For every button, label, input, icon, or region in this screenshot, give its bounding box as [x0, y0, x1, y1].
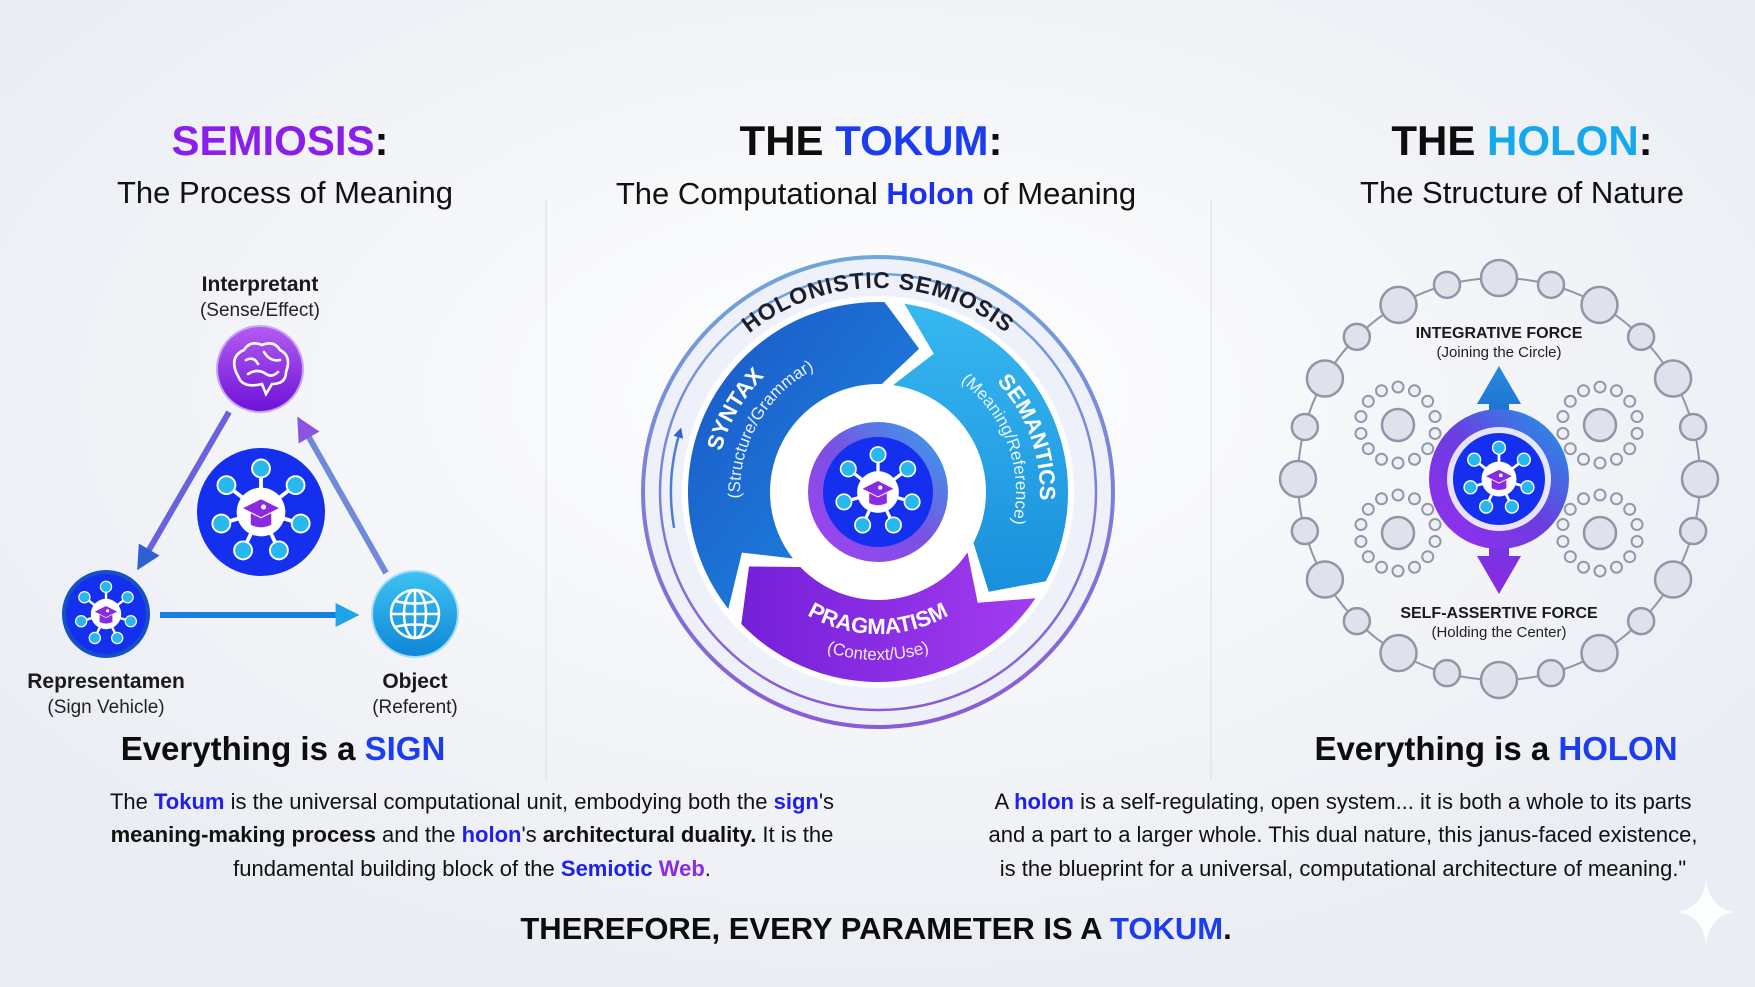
globe-icon — [389, 588, 441, 640]
paragraph-line: fundamental building block of the Semiot… — [233, 856, 711, 881]
holon-ring-node — [1379, 285, 1418, 325]
brain-icon — [232, 342, 290, 397]
holon-ring-node — [1305, 560, 1345, 599]
holon-column: THE HOLON: The Structure of Nature INTEG… — [1278, 117, 1720, 767]
semiosis-subtitle: The Process of Meaning — [117, 175, 453, 210]
tokum-column: THE TOKUM: The Computational Holon of Me… — [616, 117, 1136, 729]
interpretant-label: Interpretant — [202, 273, 319, 296]
central-tokum-node — [197, 448, 325, 576]
holon-ring-node — [1653, 359, 1693, 398]
sub-holon — [1556, 488, 1644, 578]
holon-title: THE HOLON: — [1391, 117, 1652, 164]
holon-ring-node — [1479, 660, 1519, 700]
sub-holon — [1354, 380, 1442, 470]
integrative-force-sub: (Joining the Circle) — [1436, 344, 1561, 361]
interpretant-sub: (Sense/Effect) — [200, 300, 320, 321]
holon-ring-node — [1379, 633, 1418, 673]
tokum-subtitle: The Computational Holon of Meaning — [616, 176, 1136, 211]
semiosis-column: SEMIOSIS: The Process of Meaning Interpr… — [27, 117, 459, 767]
object-node — [371, 570, 459, 658]
holon-ring-node — [1342, 322, 1372, 352]
semiosis-title: SEMIOSIS: — [171, 117, 388, 164]
semiosis-arrows — [137, 410, 389, 627]
self-assertive-force-label: SELF-ASSERTIVE FORCE — [1400, 605, 1598, 622]
paragraph-line: meaning-making process and the holon's a… — [111, 822, 834, 847]
paragraph-line: The Tokum is the universal computational… — [110, 789, 834, 814]
arrow-object-to-interpretant — [297, 416, 389, 575]
representamen-node — [62, 570, 150, 658]
sparkle-icon — [1678, 880, 1734, 944]
holon-ring-node — [1678, 412, 1708, 442]
holon-ring-node — [1626, 322, 1656, 352]
holonistic-semiosis-wheel: HOLONISTIC SEMIOSIS SYNTAX (Structure/Gr… — [641, 255, 1115, 729]
semiosis-tagline: Everything is a SIGN — [121, 730, 446, 767]
holon-outer-ring — [1278, 258, 1720, 700]
holon-ring-node — [1305, 359, 1345, 398]
holon-ring-node — [1290, 412, 1320, 442]
holon-ring-node — [1580, 633, 1619, 673]
integrative-arrow — [1477, 366, 1521, 440]
holon-ring-node — [1432, 270, 1462, 300]
tokum-title: THE TOKUM: — [740, 117, 1003, 164]
holon-ring-node — [1626, 606, 1656, 636]
tokum-paragraph: The Tokum is the universal computational… — [110, 789, 834, 881]
paragraph-line: and a part to a larger whole. This dual … — [989, 822, 1698, 847]
tokum-icon — [197, 448, 325, 576]
holon-tagline: Everything is a HOLON — [1314, 730, 1677, 767]
holon-ring-node — [1342, 606, 1372, 636]
holon-ring-node — [1678, 516, 1708, 546]
interpretant-node — [216, 325, 304, 413]
holon-ring-node — [1479, 258, 1519, 298]
tokum-icon — [66, 574, 146, 654]
holon-ring-node — [1432, 658, 1462, 688]
tokum-icon — [1453, 433, 1545, 525]
holon-ring-node — [1536, 270, 1566, 300]
sub-holons — [1354, 380, 1644, 578]
holon-ring-node — [1536, 658, 1566, 688]
holon-ring-node — [1278, 459, 1318, 499]
syntax-segment — [687, 301, 920, 609]
holon-ring-node — [1680, 459, 1720, 499]
representamen-label: Representamen — [27, 670, 185, 693]
integrative-force-label: INTEGRATIVE FORCE — [1416, 325, 1583, 342]
holon-paragraph: A holon is a self-regulating, open syste… — [989, 789, 1698, 881]
paragraph-line: is the blueprint for a universal, comput… — [1000, 856, 1687, 881]
sub-holon — [1354, 488, 1442, 578]
holon-ring-node — [1290, 516, 1320, 546]
holon-ring-node — [1580, 285, 1619, 325]
paragraph-line: A holon is a self-regulating, open syste… — [995, 789, 1692, 814]
representamen-sub: (Sign Vehicle) — [47, 697, 164, 718]
holon-ring-node — [1653, 560, 1693, 599]
arrow-interpretant-to-representamen — [137, 410, 232, 571]
self-assertive-arrow — [1477, 518, 1521, 594]
object-label: Object — [382, 670, 447, 693]
object-sub: (Referent) — [372, 697, 458, 718]
sub-holon — [1556, 380, 1644, 470]
conclusion: THEREFORE, EVERY PARAMETER IS A TOKUM. — [520, 911, 1231, 946]
semantics-segment — [893, 303, 1069, 592]
self-assertive-force-sub: (Holding the Center) — [1431, 624, 1566, 641]
tokum-icon — [823, 437, 933, 547]
inner-ring — [658, 272, 1098, 712]
ring-arrow — [669, 427, 684, 529]
pragmatism-segment — [741, 552, 1036, 682]
holon-subtitle: The Structure of Nature — [1360, 175, 1684, 210]
